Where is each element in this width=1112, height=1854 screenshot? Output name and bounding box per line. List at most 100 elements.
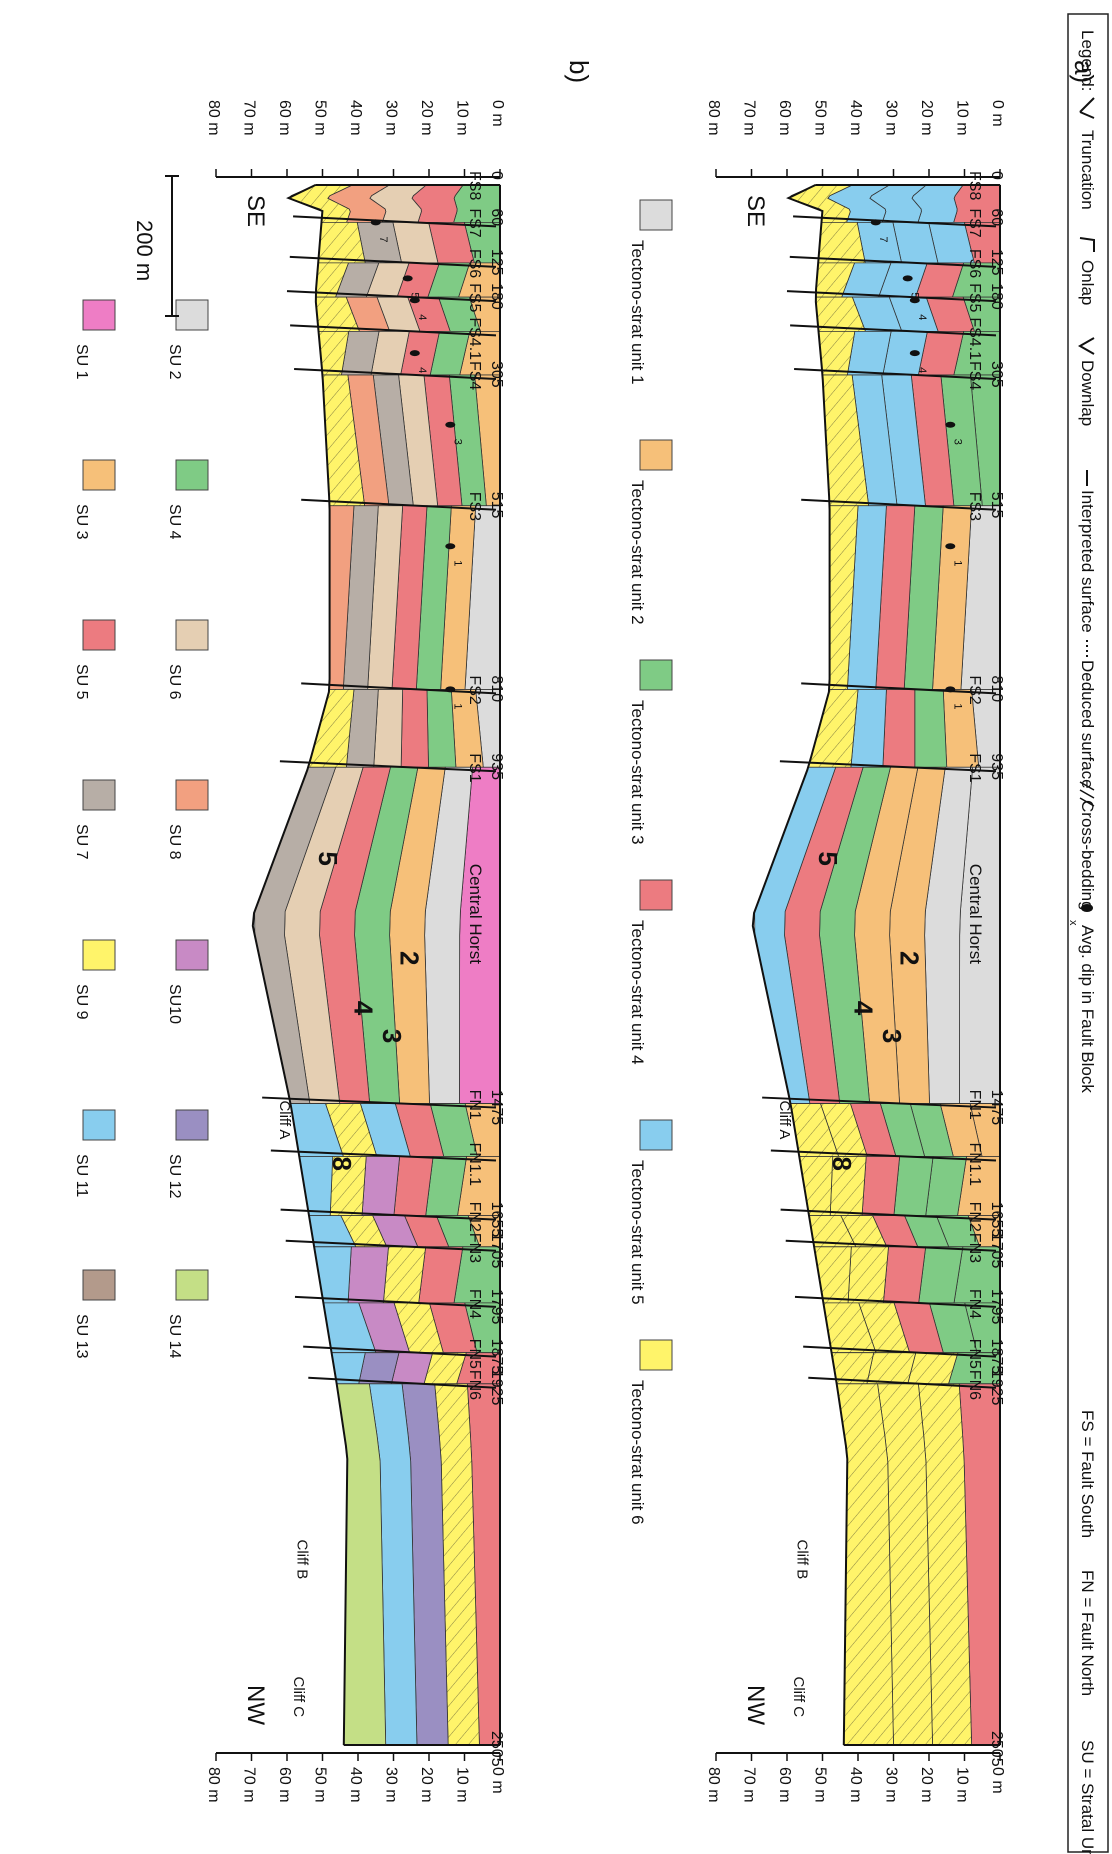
depth-tick-label: 30 m [383,1767,400,1803]
unit-number-label: 5 [813,851,843,865]
fault-label: FS2 [966,675,983,704]
fault-label: FN2 [466,1202,483,1232]
tectono-swatch [640,1120,672,1150]
distance-label: 1705 [988,1233,1005,1269]
dip-symbol-icon [410,350,420,356]
fault-label: FN6 [966,1370,983,1400]
strat-layer [915,689,947,767]
cross-bedding-hatch [318,222,365,262]
fault-label: FS4.1 [966,317,983,360]
distance-label: 1925 [988,1370,1005,1406]
distance-label: 1475 [988,1090,1005,1126]
fault-label: FN4 [966,1289,983,1319]
distance-label: 60 [988,208,1005,226]
direction-nw-label: NW [242,1685,269,1725]
depth-tick-label: 80 m [205,100,222,136]
stratal-swatch [83,460,115,490]
tectono-swatch [640,200,672,230]
fault-label: FN1 [466,1090,483,1120]
dip-value-label: 7 [377,236,389,242]
unit-number-label: 3 [377,1029,407,1043]
cross-bedding-hatch [308,689,354,767]
unit-number-label: 8 [327,1156,357,1170]
stratal-unit-label: SU 14 [166,1314,183,1359]
dip-value-label: 4 [416,367,428,373]
stratal-swatch [176,1270,208,1300]
depth-tick-label: 60 m [276,100,293,136]
stratal-swatch [83,1110,115,1140]
fault-label: FN3 [466,1233,483,1263]
stratal-swatch [176,780,208,810]
scale-bar: 200 m [132,176,179,316]
depth-tick-label: 50 m [812,100,829,136]
stratal-swatch [83,1270,115,1300]
stratal-unit-label: SU 4 [166,504,183,540]
stratal-unit-label: SU 3 [73,504,90,540]
stratal-swatch [176,940,208,970]
distance-label: 0 [988,171,1005,180]
fault-label: FN4 [466,1289,483,1319]
stratal-unit-label: SU 9 [73,984,90,1020]
fault-label: FS4 [966,361,983,390]
stratal-swatch [176,460,208,490]
stratal-unit-legend: SU 2SU 1SU 4SU 3SU 6SU 5SU 8SU 7SU10SU 9… [73,300,208,1359]
depth-tick-label: 10 m [454,100,471,136]
distance-label: 0 [488,171,505,180]
fault-label: FS4.1 [466,317,483,360]
depth-tick-label: 50 m [812,1767,829,1803]
fault-label: FS5 [966,283,983,312]
legend-item: Truncation [1078,130,1097,210]
stratal-swatch [176,620,208,650]
depth-tick-label: 10 m [454,1767,471,1803]
tectono-unit-label: Tectono-strat unit 1 [628,240,647,385]
legend-item: FS = Fault South [1078,1410,1097,1538]
stratal-unit-label: SU 8 [166,824,183,860]
dip-symbol-icon [945,422,955,428]
fault-label: FS6 [966,249,983,278]
strat-layer [348,1247,388,1303]
dip-value-label: 7 [877,236,889,242]
strat-layer [427,689,456,767]
depth-tick-label: 20 m [418,100,435,136]
distance-label: 60 [488,208,505,226]
fault-label: FN5 [966,1339,983,1369]
strat-layer [883,1247,925,1303]
dip-symbol-icon [445,686,455,692]
fault-label: FS6 [466,249,483,278]
cliff-c-label: Cliff C [290,1676,307,1717]
stratal-unit-label: SU 7 [73,824,90,860]
strat-layer [359,1353,399,1384]
fault-label: FS4 [466,361,483,390]
depth-tick-label: 40 m [347,100,364,136]
fault-label: FS1 [466,753,483,782]
stratal-unit-label: SU 2 [166,344,183,380]
dip-value-label: 3 [951,439,963,445]
distance-label: 935 [988,753,1005,780]
distance-label: 1795 [488,1289,505,1325]
dip-symbol-icon [371,219,381,225]
depth-tick-label: 0 m [989,1767,1006,1794]
fault-label: FS2 [466,675,483,704]
cross-bedding-hatch [818,222,865,262]
depth-tick-label: 50 m [312,1767,329,1803]
legend-item: Avg. dip in Fault Block [1078,925,1097,1093]
depth-tick-label: 60 m [276,1767,293,1803]
dip-value-label: 1 [951,560,963,566]
legend-item: Deduced surface [1078,660,1097,789]
depth-tick-label: 40 m [347,1767,364,1803]
dip-value-label: 1 [951,703,963,709]
depth-tick-label: 60 m [776,1767,793,1803]
cliff-a-label: Cliff A [276,1100,293,1139]
stratal-unit-label: SU 11 [73,1154,90,1197]
stratal-swatch [83,780,115,810]
strat-layer [883,689,915,767]
unit-number-label: 4 [348,1001,378,1016]
legend-item: SU = Stratal Unit [1078,1740,1097,1854]
strat-layer [374,689,403,767]
unit-number-label: 4 [848,1001,878,1016]
dip-symbol-icon [445,543,455,549]
depth-tick-label: 20 m [418,1767,435,1803]
dip-symbol-icon [910,350,920,356]
depth-tick-label: 50 m [312,100,329,136]
